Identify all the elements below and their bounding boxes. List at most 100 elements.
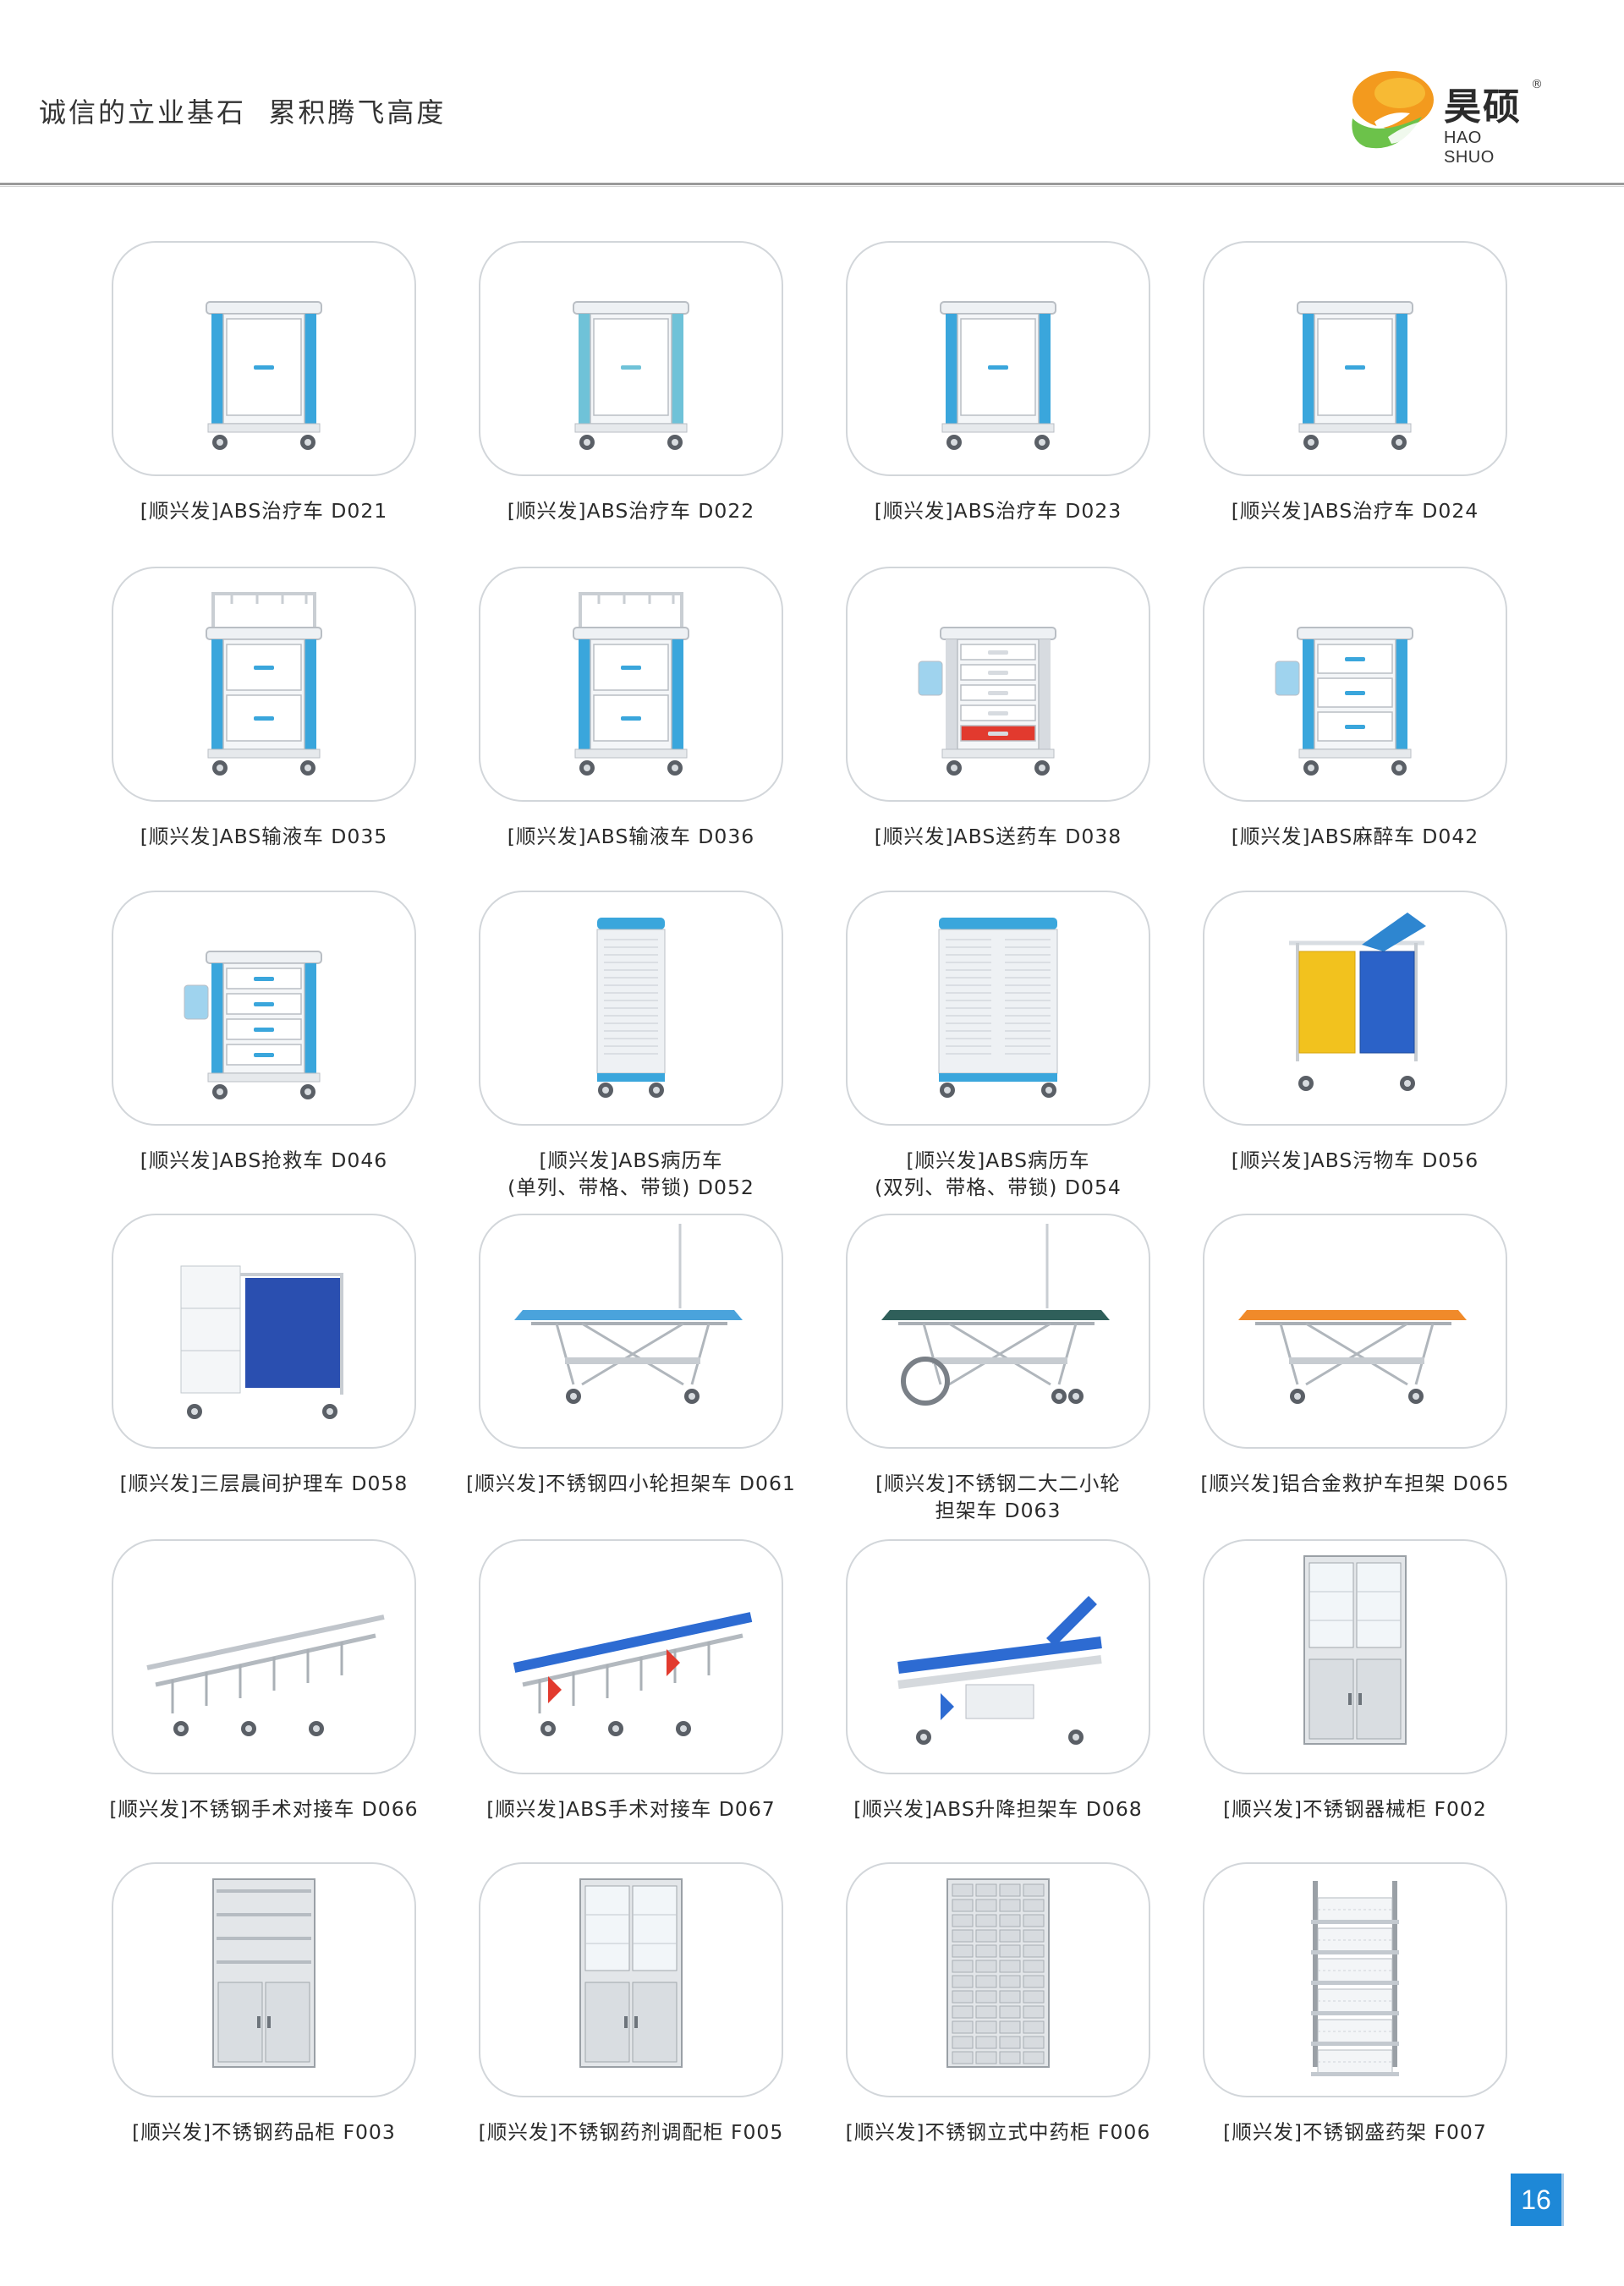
stretcher-icon: [514, 1224, 743, 1404]
product-caption-line: [顺兴发]ABS抢救车 D046: [140, 1148, 388, 1172]
medicine-cabinet-icon: [212, 1878, 315, 2068]
product-image-card: [1203, 1539, 1507, 1774]
product-image-card: [112, 1539, 416, 1774]
product-image-card: [1203, 1862, 1507, 2097]
product-caption-line: [顺兴发]ABS输液车 D036: [507, 825, 755, 848]
product-caption: [顺兴发]ABS手术对接车 D067: [445, 1795, 817, 1823]
product-caption-line: [顺兴发]ABS治疗车 D023: [874, 499, 1122, 523]
herbal-cabinet-icon: [946, 1878, 1050, 2068]
brand-logo: 昊硕 ® HAO SHUO: [1341, 59, 1543, 167]
stretcher-big-wheel-icon: [881, 1224, 1110, 1406]
product-image-card: [112, 567, 416, 802]
product-caption: [顺兴发]ABS输液车 D035: [78, 823, 450, 850]
product-caption: [顺兴发]ABS治疗车 D021: [78, 497, 450, 524]
product-caption: [顺兴发]ABS麻醉车 D042: [1169, 823, 1541, 850]
logo-chinese-name: 昊硕: [1444, 85, 1522, 129]
product-caption: [顺兴发]不锈钢药品柜 F003: [78, 2119, 450, 2146]
product-caption-line: [顺兴发]不锈钢立式中药柜 F006: [845, 2120, 1151, 2144]
product-caption: [顺兴发]ABS治疗车 D024: [1169, 497, 1541, 524]
product-caption: [顺兴发]ABS治疗车 D022: [445, 497, 817, 524]
logo-mark-icon: [1352, 71, 1434, 149]
product-caption-line: [顺兴发]ABS升降担架车 D068: [853, 1797, 1143, 1821]
product-caption-line: [顺兴发]ABS病历车: [539, 1148, 723, 1172]
medicine-cart-icon: [918, 627, 1056, 776]
logo-english-name: HAO SHUO: [1444, 129, 1495, 167]
bedside-cabinet-icon: [573, 301, 689, 450]
product-caption-line: (双列、带格、带锁) D054: [875, 1176, 1122, 1199]
product-image-card: [112, 241, 416, 476]
nursing-cart-icon: [180, 1265, 343, 1419]
product-caption-line: 担架车 D063: [935, 1499, 1062, 1522]
product-image-card: [846, 567, 1150, 802]
transfer-trolley-icon: [146, 1614, 385, 1736]
product-image-card: [1203, 241, 1507, 476]
product-caption: [顺兴发]ABS污物车 D056: [1169, 1147, 1541, 1174]
product-caption: [顺兴发]不锈钢盛药架 F007: [1169, 2119, 1541, 2146]
product-caption-line: [顺兴发]ABS手术对接车 D067: [486, 1797, 776, 1821]
product-image-card: [112, 1862, 416, 2097]
product-caption: [顺兴发]不锈钢药剂调配柜 F005: [445, 2119, 817, 2146]
product-caption-line: [顺兴发]不锈钢二大二小轮: [875, 1472, 1121, 1495]
product-caption-line: [顺兴发]不锈钢药品柜 F003: [132, 2120, 396, 2144]
waste-cart-icon: [1289, 913, 1426, 1091]
header-divider-shadow: [0, 186, 1624, 187]
product-caption: [顺兴发]ABS送药车 D038: [812, 823, 1184, 850]
product-image-card: [479, 891, 783, 1126]
record-cart-icon: [596, 918, 666, 1098]
product-caption: [顺兴发]不锈钢四小轮担架车 D061: [445, 1470, 817, 1497]
registered-mark: ®: [1531, 78, 1543, 91]
product-caption: [顺兴发]不锈钢器械柜 F002: [1169, 1795, 1541, 1823]
product-image-card: [479, 1214, 783, 1449]
product-caption-line: [顺兴发]不锈钢盛药架 F007: [1223, 2120, 1487, 2144]
page-header: 诚信的立业基石 累积腾飞高度 昊硕 ® HAO SHUO: [0, 0, 1624, 188]
product-caption-line: [顺兴发]ABS麻醉车 D042: [1231, 825, 1479, 848]
instrument-cabinet-icon: [1303, 1555, 1407, 1745]
medicine-rack-icon: [1311, 1881, 1399, 2076]
product-caption-line: [顺兴发]不锈钢器械柜 F002: [1223, 1797, 1487, 1821]
dispensing-cabinet-icon: [579, 1878, 683, 2068]
product-caption: [顺兴发]不锈钢立式中药柜 F006: [812, 2119, 1184, 2146]
product-caption-line: [顺兴发]铝合金救护车担架 D065: [1200, 1472, 1510, 1495]
product-caption-line: [顺兴发]三层晨间护理车 D058: [119, 1472, 409, 1495]
product-caption: [顺兴发]不锈钢手术对接车 D066: [78, 1795, 450, 1823]
product-caption: [顺兴发]铝合金救护车担架 D065: [1169, 1470, 1541, 1497]
slogan: 诚信的立业基石 累积腾飞高度: [39, 96, 447, 129]
product-image-card: [479, 1539, 783, 1774]
product-caption-line: [顺兴发]ABS治疗车 D022: [507, 499, 755, 523]
product-caption: [顺兴发]ABS升降担架车 D068: [812, 1795, 1184, 1823]
product-caption-line: [顺兴发]不锈钢四小轮担架车 D061: [466, 1472, 796, 1495]
product-caption: [顺兴发]不锈钢二大二小轮担架车 D063: [812, 1470, 1184, 1524]
product-caption: [顺兴发]三层晨间护理车 D058: [78, 1470, 450, 1497]
product-image-card: [846, 241, 1150, 476]
transfer-trolley-icon: [513, 1612, 753, 1736]
product-image-card: [1203, 567, 1507, 802]
product-image-card: [846, 891, 1150, 1126]
product-caption: [顺兴发]ABS病历车 (单列、带格、带锁) D052: [445, 1147, 817, 1201]
page-number-edge: [1561, 2174, 1564, 2226]
infusion-cart-icon: [206, 592, 322, 776]
product-caption: [顺兴发]ABS抢救车 D046: [78, 1147, 450, 1174]
ambulance-stretcher-icon: [1238, 1310, 1467, 1404]
product-caption-line: [顺兴发]不锈钢手术对接车 D066: [109, 1797, 419, 1821]
page-number: 16: [1511, 2174, 1561, 2226]
product-image-card: [846, 1539, 1150, 1774]
infusion-cart-icon: [573, 592, 689, 776]
product-caption-line: [顺兴发]ABS治疗车 D021: [140, 499, 388, 523]
product-image-card: [846, 1214, 1150, 1449]
product-image-card: [112, 1214, 416, 1449]
treatment-cart-icon: [940, 301, 1056, 450]
product-image-card: [846, 1862, 1150, 2097]
emergency-cart-icon: [184, 951, 322, 1099]
product-caption: [顺兴发]ABS治疗车 D023: [812, 497, 1184, 524]
product-image-card: [1203, 1214, 1507, 1449]
product-caption-line: [顺兴发]不锈钢药剂调配柜 F005: [478, 2120, 784, 2144]
product-caption-line: (单列、带格、带锁) D052: [508, 1176, 754, 1199]
product-caption-line: [顺兴发]ABS病历车: [906, 1148, 1090, 1172]
anesthesia-cart-icon: [1275, 627, 1413, 776]
product-caption-line: [顺兴发]ABS输液车 D035: [140, 825, 388, 848]
product-caption: [顺兴发]ABS病历车 (双列、带格、带锁) D054: [812, 1147, 1184, 1201]
product-image-card: [479, 567, 783, 802]
product-caption-line: [顺兴发]ABS送药车 D038: [874, 825, 1122, 848]
treatment-cart-icon: [206, 301, 322, 450]
